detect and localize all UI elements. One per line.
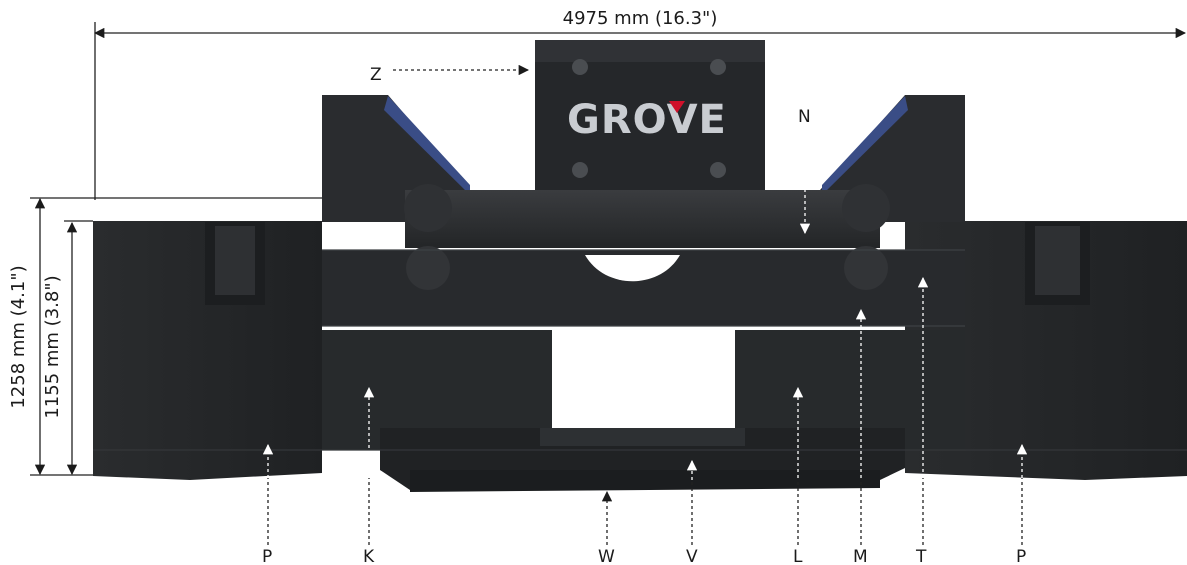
top-housing [535, 40, 765, 190]
svg-text:N: N [798, 107, 811, 127]
width-label: 4975 mm (16.3") [563, 8, 718, 29]
brand-accent-mark [669, 101, 685, 113]
callout-p-right: P [1016, 443, 1028, 565]
lower-right-block [735, 330, 965, 450]
middle-tier [322, 250, 965, 326]
base-foot [410, 470, 880, 492]
counterweight-assembly: GROVE [93, 40, 1187, 492]
svg-text:Z: Z [370, 65, 382, 85]
svg-text:P: P [1016, 547, 1026, 565]
main-beam [405, 190, 880, 248]
callout-n: N [798, 107, 811, 235]
callout-w: W [598, 490, 615, 565]
height-inner-label: 1155 mm (3.8") [42, 275, 63, 418]
brand-logo: GROVE [567, 97, 727, 143]
svg-text:K: K [363, 547, 375, 565]
height-outer-label: 1258 mm (4.1") [8, 265, 29, 408]
callout-p-left: P [262, 443, 274, 565]
svg-text:V: V [686, 547, 698, 565]
callout-v: V [686, 459, 698, 565]
callout-z: Z [370, 64, 530, 85]
callout-l: L [792, 386, 804, 565]
height-inner-dimension: 1155 mm (3.8") [42, 220, 93, 476]
callout-m: M [853, 308, 868, 565]
callout-t: T [915, 276, 929, 565]
width-dimension: 4975 mm (16.3") [93, 8, 1187, 200]
callout-k: K [363, 386, 375, 565]
svg-text:M: M [853, 547, 868, 565]
svg-text:L: L [793, 547, 803, 565]
svg-text:P: P [262, 547, 272, 565]
right-outer-slab [905, 221, 1187, 480]
lower-left-block [322, 330, 552, 450]
svg-text:T: T [915, 547, 927, 565]
height-outer-dimension: 1258 mm (4.1") [8, 197, 322, 476]
svg-text:W: W [598, 547, 615, 565]
